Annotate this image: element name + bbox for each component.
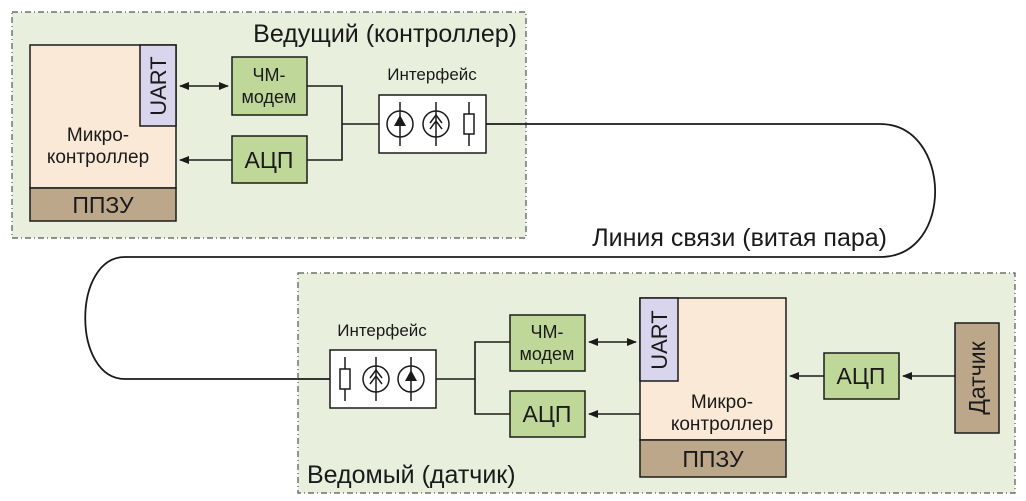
master-modem-label-1: ЧМ-	[253, 65, 286, 85]
current-source-icon	[362, 357, 390, 401]
slave-rom-label: ППЗУ	[682, 446, 744, 472]
slave-interface-label: Интерфейс	[337, 321, 427, 340]
master-modem-block	[231, 56, 308, 116]
master-interface-label: Интерфейс	[387, 65, 477, 84]
master-modem-label-2: модем	[242, 87, 297, 107]
slave-mcu-label-2: контроллер	[671, 414, 773, 435]
current-source-icon	[397, 357, 425, 401]
master-uart-label: UART	[146, 56, 171, 116]
slave-modem-label-2: модем	[520, 344, 575, 364]
slave-modem-block	[509, 314, 586, 372]
slave-rom-block	[639, 439, 787, 478]
slave-adc-right-label: АЦП	[837, 363, 886, 389]
slave-bus-wire	[474, 341, 510, 415]
slave-uart-label: UART	[647, 310, 672, 370]
master-adc-label: АЦП	[245, 147, 294, 173]
master-mcu-label-2: контроллер	[47, 147, 149, 168]
slave-modem-label-1: ЧМ-	[531, 322, 564, 342]
twisted-pair-line	[84, 123, 936, 380]
sensor-label: Датчик	[964, 340, 990, 414]
slave-adc-left-block	[509, 390, 586, 438]
link-label: Линия связи (витая пара)	[592, 224, 887, 252]
slave-section: Ведомый (датчик) Интерфейс ЧМ- модем АЦП	[297, 272, 1016, 494]
master-title: Ведущий (контроллер)	[253, 20, 517, 48]
link-label-bg	[544, 221, 890, 255]
master-section: Ведущий (контроллер) ППЗУ UART Микро- ко…	[11, 11, 527, 239]
current-source-icon	[386, 102, 414, 146]
slave-adc-right-block	[823, 352, 900, 400]
master-rom-block	[29, 187, 177, 222]
resistor-icon	[339, 357, 351, 401]
resistor-icon	[463, 102, 475, 146]
master-mcu-label-1: Микро-	[67, 125, 129, 146]
current-source-icon	[422, 102, 450, 146]
master-rom-label: ППЗУ	[72, 192, 134, 218]
master-uart-block	[139, 44, 177, 127]
sensor-block	[954, 322, 1000, 434]
slave-uart-block	[639, 297, 679, 382]
slave-mcu-label-1: Микро-	[691, 392, 753, 413]
slave-adc-left-label: АЦП	[523, 401, 572, 427]
slave-title: Ведомый (датчик)	[307, 461, 516, 489]
master-bus-wire	[307, 85, 343, 161]
